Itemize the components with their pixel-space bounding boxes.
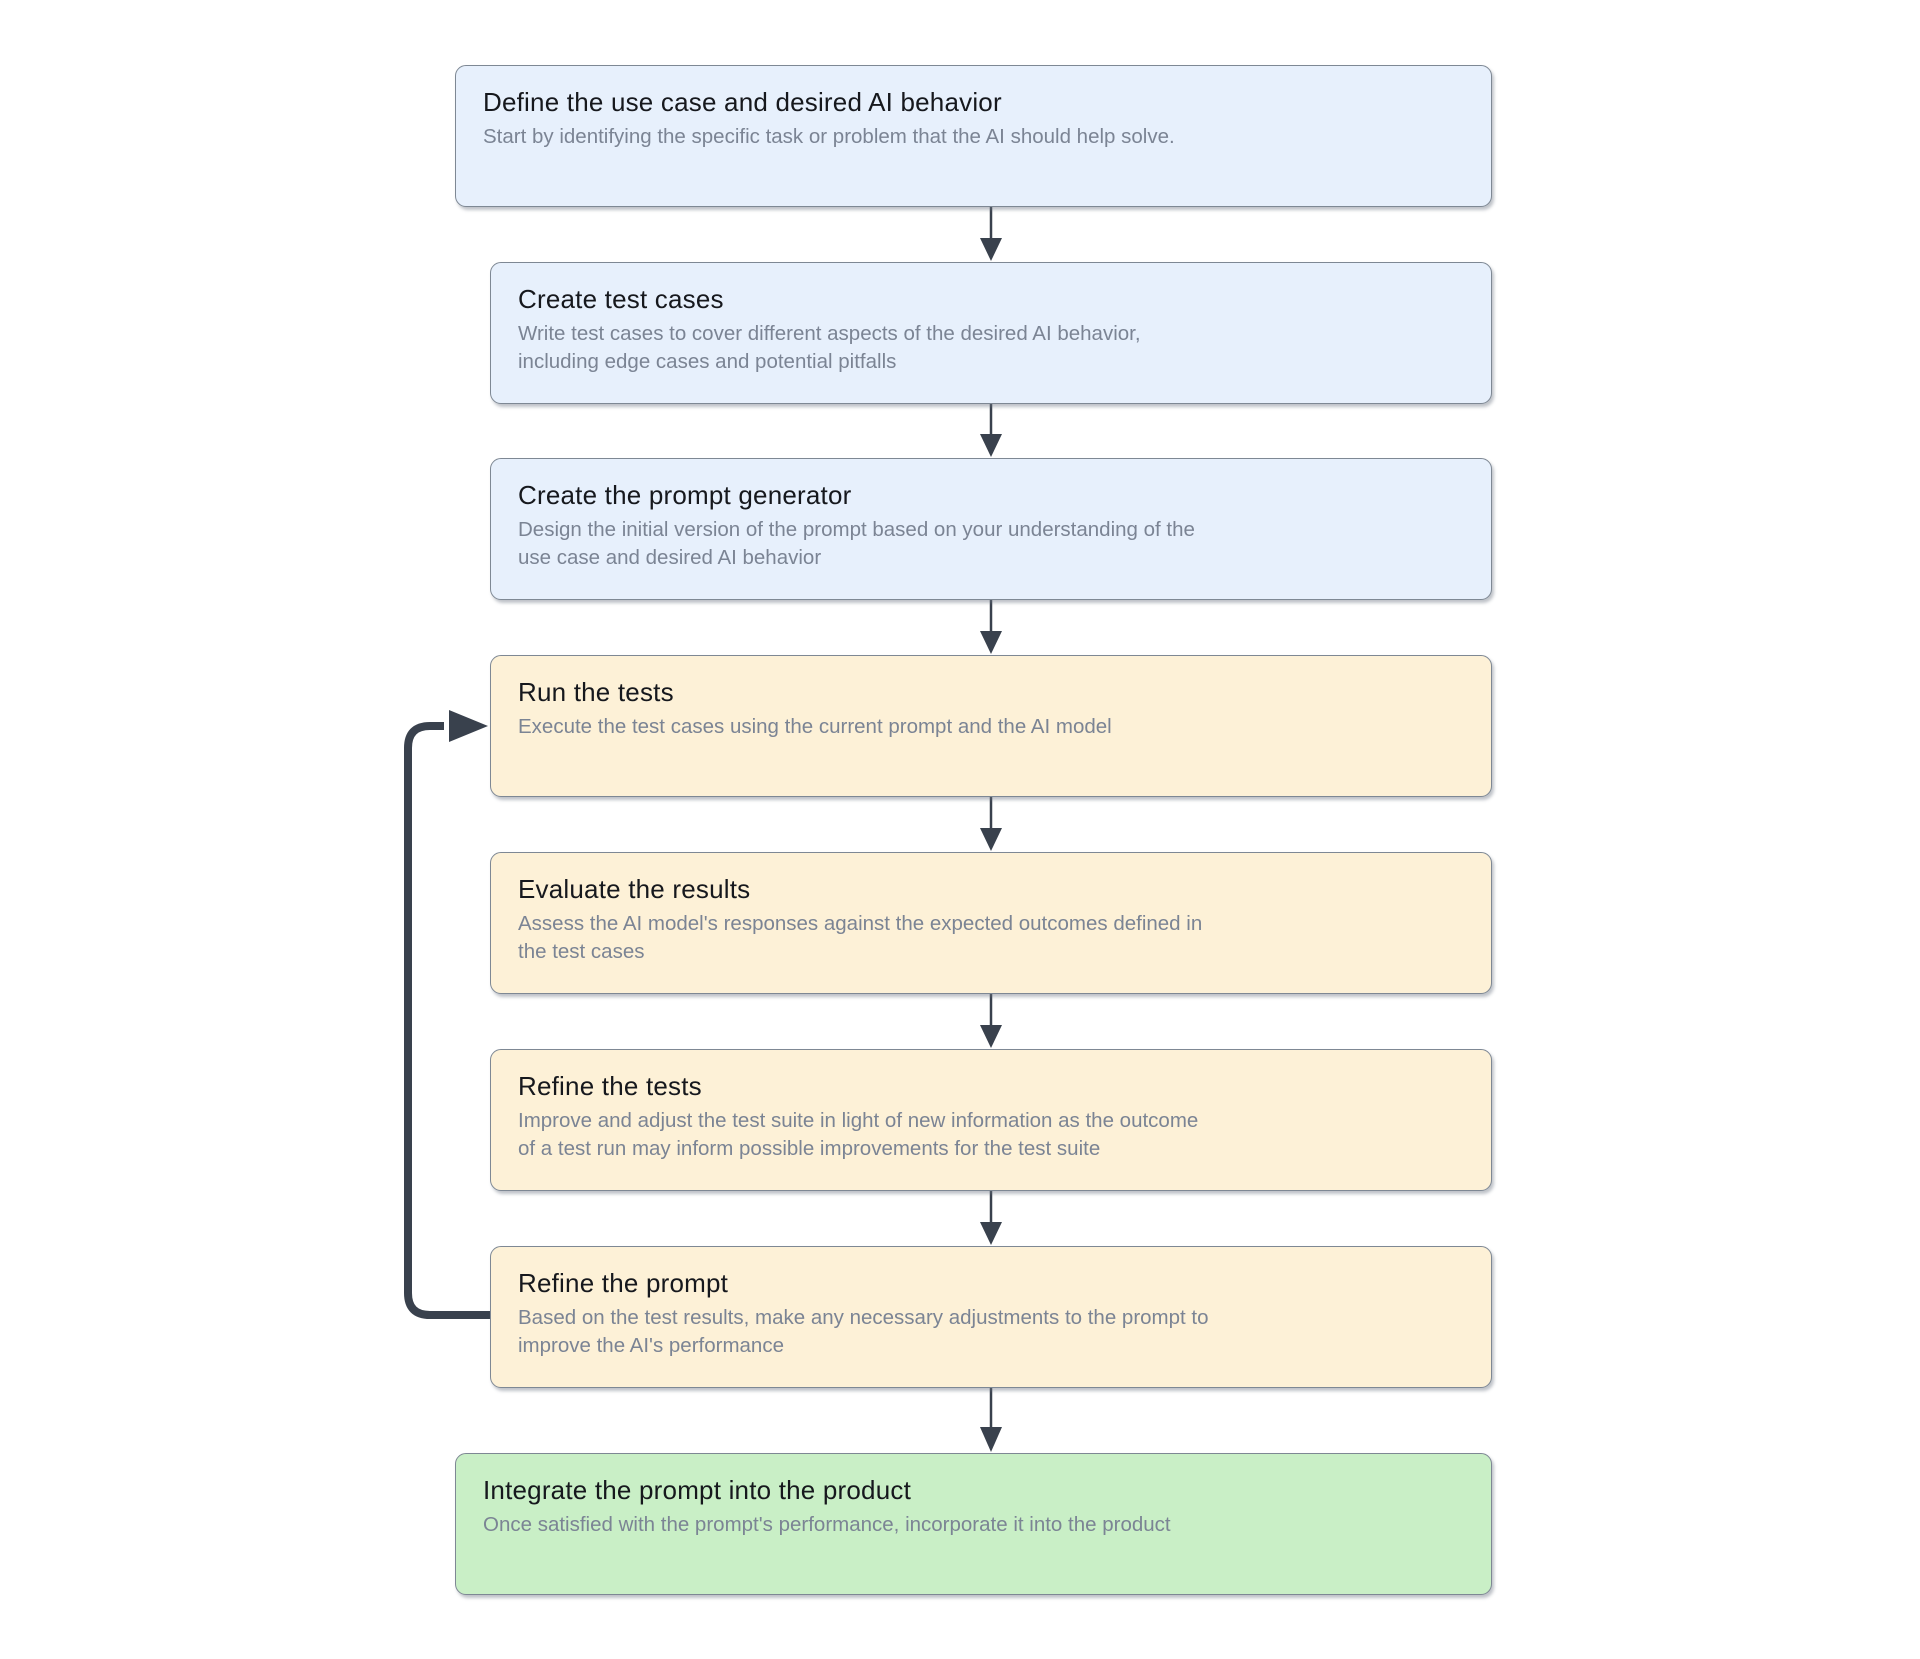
step-title: Define the use case and desired AI behav…: [483, 87, 1002, 117]
connector-arrow-5: [980, 994, 1002, 1048]
step-description: Once satisfied with the prompt's perform…: [483, 1513, 1171, 1536]
connector-arrow-1: [980, 207, 1002, 261]
step-description: Based on the test results, make any nece…: [518, 1306, 1209, 1357]
step-title: Refine the tests: [518, 1071, 702, 1101]
step-refine-prompt: Refine the prompt Based on the test resu…: [490, 1246, 1492, 1388]
step-create-prompt-generator: Create the prompt generator Design the i…: [490, 458, 1492, 600]
step-description: Write test cases to cover different aspe…: [518, 322, 1141, 373]
connector-arrow-3: [980, 600, 1002, 654]
step-description: Execute the test cases using the current…: [518, 715, 1112, 738]
step-refine-tests: Refine the tests Improve and adjust the …: [490, 1049, 1492, 1191]
step-define-use-case: Define the use case and desired AI behav…: [455, 65, 1492, 207]
step-title: Run the tests: [518, 677, 674, 707]
connector-arrow-2: [980, 404, 1002, 457]
step-title: Evaluate the results: [518, 874, 751, 904]
loop-back-arrow: [404, 710, 491, 1319]
step-evaluate-results: Evaluate the results Assess the AI model…: [490, 852, 1492, 994]
step-title: Integrate the prompt into the product: [483, 1475, 911, 1505]
step-description: Design the initial version of the prompt…: [518, 518, 1195, 569]
step-title: Create test cases: [518, 284, 724, 314]
connector-arrow-7: [980, 1388, 1002, 1452]
connector-arrow-4: [980, 797, 1002, 851]
step-integrate-prompt: Integrate the prompt into the product On…: [455, 1453, 1492, 1595]
step-description: Assess the AI model's responses against …: [518, 912, 1203, 963]
step-run-the-tests: Run the tests Execute the test cases usi…: [490, 655, 1492, 797]
step-description: Improve and adjust the test suite in lig…: [518, 1109, 1199, 1160]
step-description: Start by identifying the specific task o…: [483, 125, 1175, 148]
step-title: Refine the prompt: [518, 1268, 729, 1298]
step-create-test-cases: Create test cases Write test cases to co…: [490, 262, 1492, 404]
connector-arrow-6: [980, 1191, 1002, 1245]
step-title: Create the prompt generator: [518, 480, 852, 510]
